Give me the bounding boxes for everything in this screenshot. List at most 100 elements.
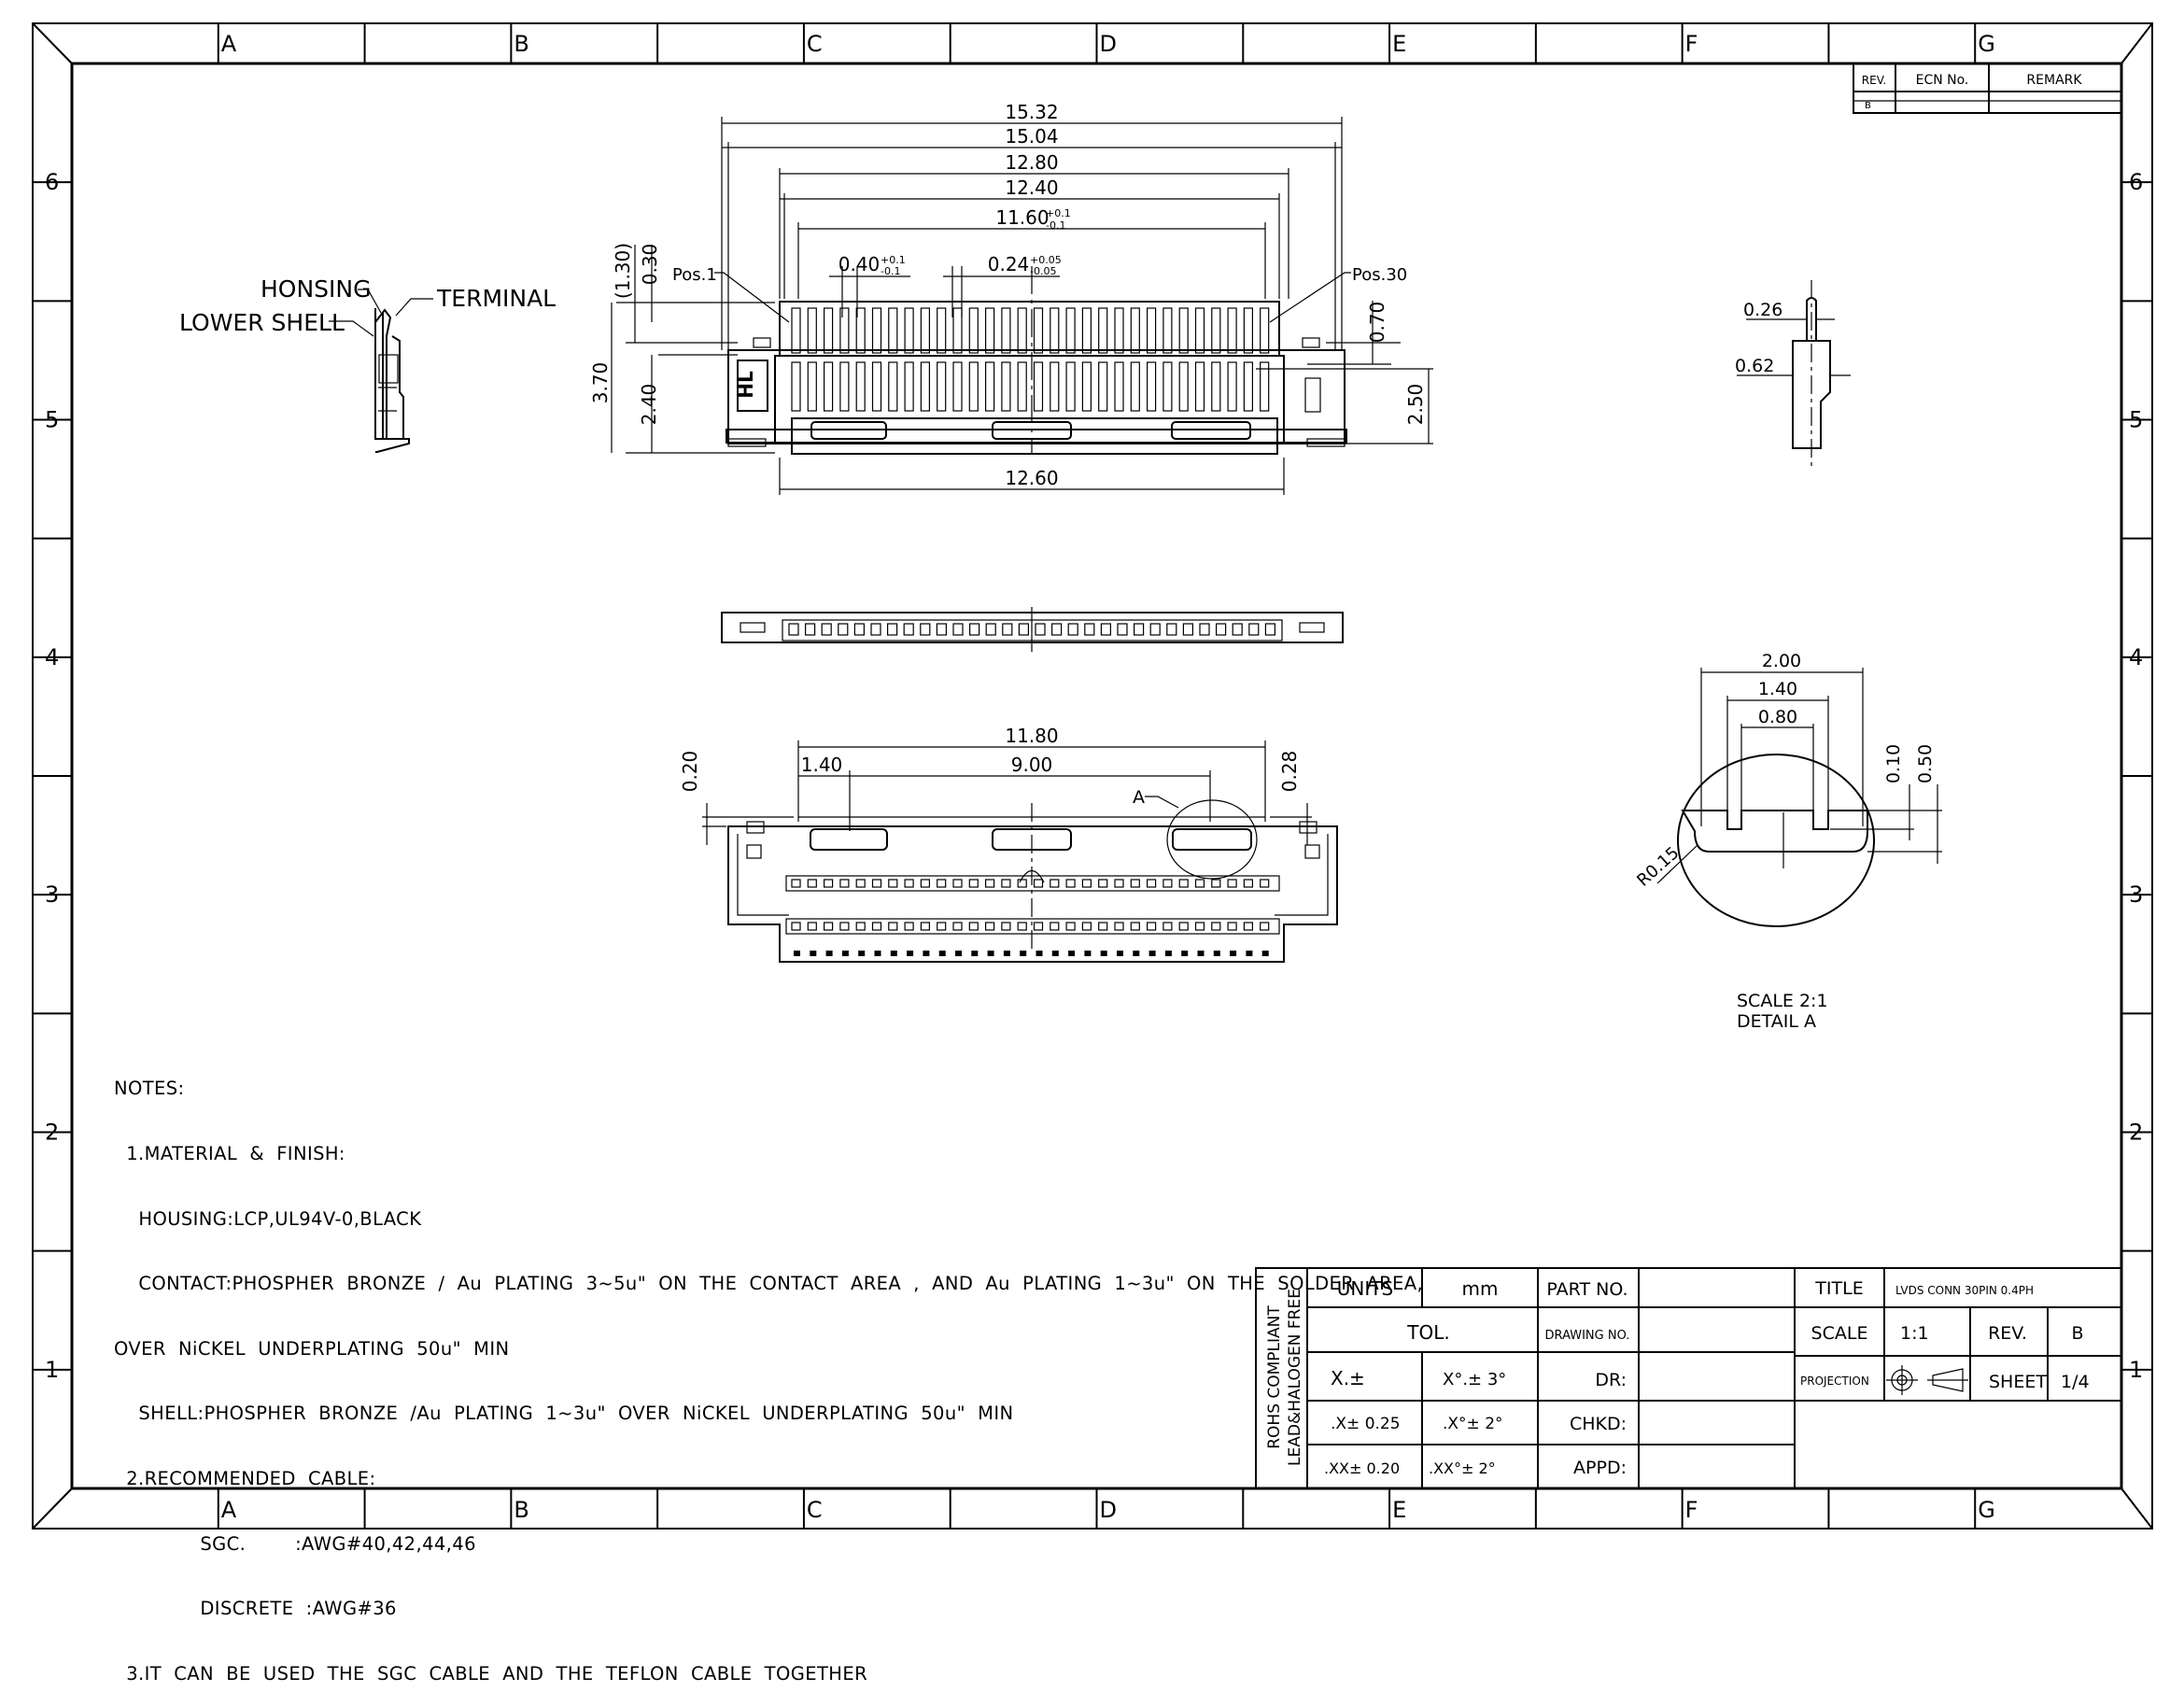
dim-12-80: 12.80 (1005, 151, 1058, 174)
strip-pin (1050, 623, 1063, 636)
bottom-pin-foot (923, 951, 930, 956)
bottom-pin-foot (1084, 951, 1092, 956)
bottom-pin-row1 (823, 879, 834, 888)
strip-pin (1067, 623, 1078, 636)
dim-0-28: 0.28 (1278, 751, 1301, 793)
halogen-label: LEAD&HALOGEN FREE (1286, 1289, 1304, 1466)
zone-label-bottom: E (1392, 1497, 1406, 1523)
zone-label-top: D (1100, 31, 1117, 57)
dim-0-62: 0.62 (1735, 356, 1774, 376)
bottom-pin-row2 (1050, 922, 1060, 931)
bottom-pin-row1 (839, 879, 850, 888)
tol-contact-minus: -0.05 (1030, 265, 1056, 277)
sheet-label: SHEET (1989, 1372, 2047, 1392)
tol-label: TOL. (1406, 1321, 1449, 1344)
pin-upper (807, 307, 817, 354)
pin-upper (1098, 307, 1108, 354)
rev-header: REV. (1862, 74, 1886, 87)
tol-x1: .X± 0.25 (1331, 1415, 1401, 1433)
dim-15-32: 15.32 (1005, 101, 1058, 123)
title-block: ROHS COMPLIANT LEAD&HALOGEN FREE UNITS m… (1255, 1267, 2122, 1489)
strip-pin (1018, 623, 1030, 636)
strip-pin (903, 623, 914, 636)
bottom-pin-row1 (791, 879, 801, 888)
pin-row2-frame (785, 918, 1280, 935)
appd-label: APPD: (1573, 1458, 1627, 1478)
detail-title: DETAIL A (1737, 1011, 1816, 1032)
tol-x2: .XX± 0.20 (1324, 1459, 1400, 1477)
bottom-pin-foot (907, 951, 914, 956)
tol-x: X.± (1331, 1367, 1365, 1389)
rev-label: REV. (1988, 1323, 2027, 1344)
pin-lower (937, 361, 947, 412)
zone-label-top: G (1978, 31, 1995, 57)
bottom-pin-row1 (920, 879, 931, 888)
bottom-pin-row2 (1033, 922, 1044, 931)
bottom-pin-row1 (1243, 879, 1254, 888)
zone-label-right: 3 (2129, 881, 2143, 908)
zone-label-bottom: F (1685, 1497, 1698, 1523)
bottom-pin-row2 (1178, 922, 1189, 931)
bottom-pin-foot (1117, 951, 1123, 956)
pin-upper (839, 307, 850, 354)
bottom-pin-row1 (871, 879, 882, 888)
rohs-label: ROHS COMPLIANT (1265, 1305, 1284, 1449)
chkd-label: CHKD: (1570, 1414, 1627, 1434)
pin-lower (904, 361, 914, 412)
dim-0-20: 0.20 (679, 751, 701, 793)
bottom-pin-row2 (1260, 922, 1270, 931)
zone-label-bottom: B (514, 1497, 528, 1523)
pin-upper (1243, 307, 1254, 354)
pin-upper (823, 307, 834, 354)
pin-lower (984, 361, 995, 412)
notes-line: HOUSING:LCP,UL94V-0,BLACK (114, 1207, 422, 1230)
bottom-pin-row2 (823, 922, 834, 931)
strip-pin (886, 623, 898, 636)
bottom-pin-row1 (1033, 879, 1044, 888)
strip-pin (1100, 623, 1112, 636)
dimensions-bottom-view (702, 740, 1312, 845)
dim-12-40: 12.40 (1005, 176, 1058, 199)
tol-x2-ang: .XX°± 2° (1429, 1459, 1496, 1477)
bottom-pin-row1 (1114, 879, 1124, 888)
strip-pin (1232, 623, 1243, 636)
pin-upper (791, 307, 801, 354)
pin-upper (1114, 307, 1124, 354)
drawing-no-label: DRAWING NO. (1545, 1329, 1630, 1343)
bottom-pin-row1 (1146, 879, 1157, 888)
detail-a-callout-circle (1166, 799, 1258, 880)
pin-upper (1194, 307, 1205, 354)
notes-line: NOTES: (114, 1078, 185, 1100)
bottom-pin-foot (1100, 951, 1107, 956)
pin-lower (1146, 361, 1157, 412)
tol-11-60-plus: +0.1 (1046, 207, 1071, 219)
dim-1-30: (1.30) (612, 243, 634, 299)
bottom-pin-row2 (791, 922, 801, 931)
dim-0-10: 0.10 (1883, 744, 1904, 783)
pin-upper (1033, 307, 1044, 354)
bottom-pin-foot (1036, 951, 1043, 956)
zone-label-right: 2 (2129, 1120, 2143, 1146)
contact-pins-top (791, 307, 1270, 412)
ecn-header: ECN No. (1916, 73, 1969, 88)
dimension-labels-top-view: 15.32 15.04 12.80 12.40 11.60 +0.1 -0.1 … (589, 101, 1427, 489)
terminal-detail: 0.26 0.62 (1735, 280, 1851, 467)
dim-0-26: 0.26 (1743, 300, 1782, 320)
pin-upper (1260, 307, 1270, 354)
pin-lower (1194, 361, 1205, 412)
bottom-pin-row2 (1162, 922, 1173, 931)
pin-upper (1050, 307, 1060, 354)
units-value: mm (1462, 1277, 1499, 1300)
bottom-pin-row2 (1194, 922, 1205, 931)
connector-side-strip (721, 607, 1344, 652)
zone-label-top: E (1392, 31, 1406, 57)
pin-lower (855, 361, 866, 412)
pin-lower (1260, 361, 1270, 412)
pin-lower (1211, 361, 1221, 412)
bottom-pin-row1 (1050, 879, 1060, 888)
bottom-pin-row2 (920, 922, 931, 931)
bottom-pin-rows (785, 875, 1280, 956)
bottom-pin-foot (810, 951, 817, 956)
bottom-pin-row1 (1001, 879, 1011, 888)
